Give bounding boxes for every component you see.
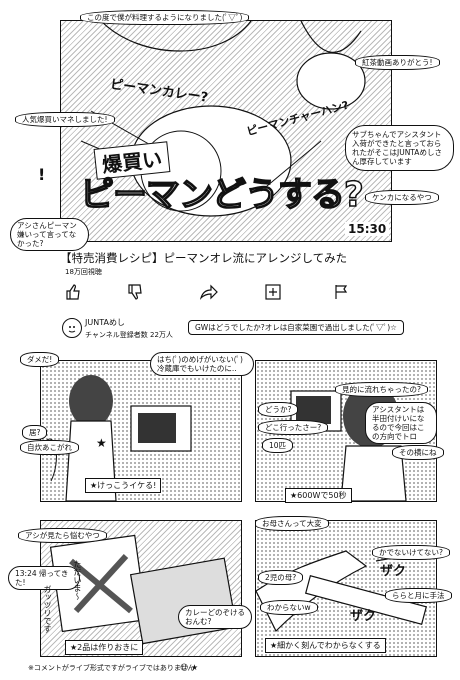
top-comment-6: アシさんピーマン嫌いって言ってなかった? [10, 218, 89, 251]
description-comment: GWはどうでしたか?オレは自家菜園で過出しました(ﾟ▽ﾟ)☆ [188, 320, 404, 335]
panel-c-vertical-1: ただいま〜 [73, 560, 82, 600]
panel-b-comment-4: 10匹 [262, 438, 294, 453]
panel-b-comment-3: どこ行ったさー? [258, 420, 329, 435]
panel-b-comment-6: その横にね [392, 445, 444, 460]
panel-a-comment-1: ダメだ! [20, 352, 60, 367]
footer-marks: ☺ ★ [180, 663, 199, 672]
panel-c-vertical-2: ガッツリです [43, 585, 52, 633]
timestamp: 15:30 [345, 222, 390, 236]
subscriber-count: チャンネル登録者数 22万人 [85, 331, 173, 339]
panel-c [40, 520, 242, 657]
save-to-playlist-icon[interactable] [265, 284, 281, 300]
channel-avatar[interactable] [62, 318, 82, 338]
panel-a-caption: ★けっこうイケる! [85, 478, 162, 493]
share-icon[interactable] [200, 284, 218, 300]
panel-a-comment-2: はち(ﾟ)のめげがいない(ﾟ)冷蔵庫でもいけたのに.. [150, 352, 254, 376]
panel-d-sfx-2: ザク [350, 609, 377, 624]
top-comment-3: 紅茶動画ありがとう! [355, 55, 440, 70]
top-comment-2: 人気爆買いマネしました! [15, 112, 115, 127]
top-comment-1: この度で僕が料理するようになりました(ﾟ▽ﾟ) [80, 10, 250, 25]
exclaim-mark: ! [38, 165, 46, 184]
action-icons [65, 284, 365, 302]
video-title[interactable]: 【特売消費レシピ】ピーマンオレ流にアレンジしてみた [60, 251, 348, 265]
panel-b-caption-text: 600Wで50秒 [297, 491, 347, 500]
panel-d-caption: ★細かく刻んでわからなくする [265, 638, 386, 653]
panel-d-sfx-1: ザク [380, 564, 407, 579]
panel-c-caption-star-icon: ★ [70, 643, 78, 652]
top-comment-5: ケンカになるやつ [365, 190, 439, 205]
footer-note: ※コメントがライブ形式ですがライブではありません [28, 664, 195, 672]
title-big: ピーマンどうする? [79, 174, 364, 216]
panel-c-caption-text: 2品は作りおきに [77, 643, 139, 652]
panel-b-comment-1: 見的に流れちゃったの? [335, 382, 428, 397]
view-count: 18万回視聴 [65, 268, 102, 276]
panel-b-comment-2: どうか? [258, 402, 299, 417]
thumbs-up-icon[interactable] [65, 284, 81, 300]
panel-b-comment-5: アシスタントは半田付けいになるので今回はこの方向でトロ [365, 402, 437, 444]
panel-d-comment-2: 2児の母? [258, 570, 304, 585]
panel-d-comment-5: ららと月に手法 [385, 588, 452, 603]
panel-c-comment-3: カレーどのぞけるおんむ? [178, 605, 252, 629]
panel-d-comment-3: わからないw [260, 600, 318, 615]
chef-face-icon [68, 326, 76, 333]
panel-d-comment-1: お母さんって大変 [255, 516, 329, 531]
panel-a-comment-4: 居? [22, 425, 48, 440]
panel-a-star-icon: ★ [96, 436, 107, 450]
panel-c-comment-2: 13:24 帰ってきた! [8, 566, 80, 590]
top-comment-4: サブちゃんでアシスタント入荷ができたと言っておられたがそこはJUNTAめしさん厚… [345, 125, 454, 171]
panel-a [40, 360, 242, 502]
flag-icon[interactable] [333, 284, 349, 300]
panel-d-caption-star-icon: ★ [270, 641, 278, 650]
channel-name[interactable]: JUNTAめし [85, 318, 125, 327]
panel-b-caption: ★600Wで50秒 [285, 488, 352, 503]
panel-d-caption-text: 細かく刻んでわからなくする [277, 641, 381, 650]
panel-d-comment-4: かでないけてない? [372, 545, 450, 560]
panel-a-caption-text: けっこうイケる! [97, 481, 157, 490]
panel-c-comment-1: アシが見たら悩むやつ [18, 528, 107, 543]
panel-c-caption: ★2品は作りおきに [65, 640, 144, 655]
panel-b-caption-star-icon: ★ [290, 491, 298, 500]
panel-a-caption-star-icon: ★ [90, 481, 98, 490]
panel-a-comment-3: 自炊あこがれ [20, 440, 79, 455]
thumbs-down-icon[interactable] [127, 284, 143, 300]
